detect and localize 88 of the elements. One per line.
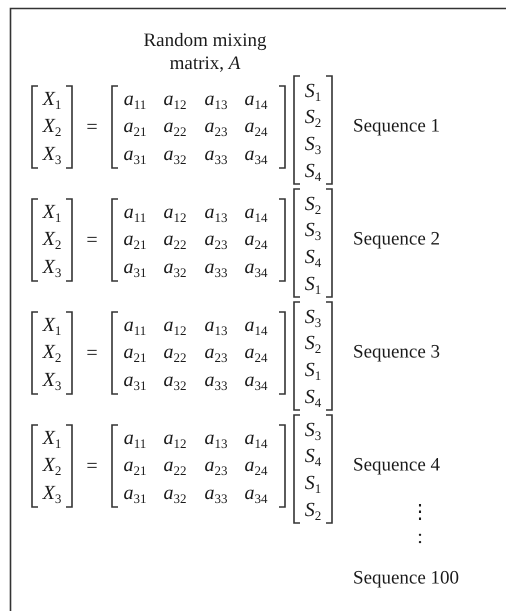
- matrix-entry: a$_{12}$: [164, 89, 186, 111]
- matrix-entry: a$_{12}$: [164, 315, 186, 337]
- vector-entry: S$_{3}$: [304, 220, 322, 242]
- matrix-entry: a$_{14}$: [244, 315, 268, 337]
- matrix-entry: a$_{21}$: [124, 229, 146, 251]
- title: Random mixing matrix, A: [142, 30, 268, 76]
- vector-entry: S$_{3}$: [304, 420, 322, 442]
- vector-entry: S$_{2}$: [304, 107, 322, 129]
- matrix-entry: a$_{11}$: [124, 89, 146, 111]
- matrix-entry: a$_{22}$: [164, 342, 186, 364]
- vector-entry: S$_{1}$: [304, 360, 322, 382]
- matrix-entry: a$_{32}$: [164, 483, 186, 505]
- vector-entry: X$_{3}$: [42, 144, 62, 166]
- matrix-entry: a$_{11}$: [124, 315, 146, 337]
- matrix-entry: a$_{13}$: [204, 202, 228, 224]
- vector-entry: S$_{1}$: [304, 274, 322, 296]
- matrix-entry: a$_{33}$: [204, 483, 228, 505]
- matrix-entry: a$_{34}$: [244, 483, 268, 505]
- matrix-entry: a$_{32}$: [164, 257, 186, 279]
- equals-sign: =: [86, 343, 98, 363]
- matrix-entry: a$_{13}$: [204, 315, 228, 337]
- vector-entry: X$_{2}$: [42, 229, 62, 251]
- matrix-entry: a$_{11}$: [124, 202, 146, 224]
- matrix-entry: a$_{33}$: [204, 144, 228, 166]
- vector-entry: S$_{2}$: [304, 194, 322, 216]
- matrix-entry: a$_{33}$: [204, 257, 228, 279]
- vector-entry: S$_{4}$: [304, 387, 322, 409]
- equals-sign: =: [86, 230, 98, 250]
- vector-entry: S$_{1}$: [304, 473, 322, 495]
- vector-entry: S$_{1}$: [304, 81, 322, 103]
- vector-entry: X$_{3}$: [42, 257, 62, 279]
- sequence-label: Sequence 100: [353, 568, 460, 588]
- ellipsis-dots: ⋮: [410, 502, 430, 522]
- equals-sign: =: [86, 117, 98, 137]
- matrix-entry: a$_{11}$: [124, 428, 146, 450]
- vector-entry: X$_{1}$: [42, 428, 62, 450]
- matrix-entry: a$_{21}$: [124, 455, 146, 477]
- vector-entry: S$_{3}$: [304, 307, 322, 329]
- matrix-entry: a$_{14}$: [244, 428, 268, 450]
- matrix-entry: a$_{34}$: [244, 370, 268, 392]
- matrix-entry: a$_{32}$: [164, 144, 186, 166]
- vector-entry: X$_{1}$: [42, 315, 62, 337]
- vector-entry: X$_{3}$: [42, 370, 62, 392]
- matrix-entry: a$_{24}$: [244, 455, 268, 477]
- vector-entry: S$_{3}$: [304, 134, 322, 156]
- vector-entry: S$_{4}$: [304, 446, 322, 468]
- matrix-entry: a$_{31}$: [124, 483, 146, 505]
- sequence-label: Sequence 4: [353, 456, 440, 474]
- vector-entry: S$_{2}$: [304, 333, 322, 355]
- matrix-entry: a$_{14}$: [244, 202, 268, 224]
- matrix-entry: a$_{14}$: [244, 89, 268, 111]
- matrix-entry: a$_{13}$: [204, 89, 228, 111]
- matrix-entry: a$_{32}$: [164, 370, 186, 392]
- matrix-entry: a$_{34}$: [244, 257, 268, 279]
- ellipsis-dots: :: [417, 527, 423, 547]
- matrix-entry: a$_{22}$: [164, 116, 186, 138]
- matrix-entry: a$_{23}$: [204, 116, 228, 138]
- matrix-entry: a$_{23}$: [204, 342, 228, 364]
- vector-entry: X$_{3}$: [42, 483, 62, 505]
- vector-entry: S$_{4}$: [304, 161, 322, 183]
- matrix-entry: a$_{31}$: [124, 370, 146, 392]
- equals-sign: =: [86, 456, 98, 476]
- matrix-entry: a$_{22}$: [164, 229, 186, 251]
- matrix-entry: a$_{24}$: [244, 229, 268, 251]
- sequence-label: Sequence 1: [353, 116, 440, 136]
- matrix-entry: a$_{23}$: [204, 455, 228, 477]
- vector-entry: S$_{4}$: [304, 247, 322, 269]
- matrix-entry: a$_{31}$: [124, 257, 146, 279]
- vector-entry: X$_{2}$: [42, 116, 62, 138]
- matrix-entry: a$_{21}$: [124, 342, 146, 364]
- matrix-entry: a$_{22}$: [164, 455, 186, 477]
- matrix-entry: a$_{34}$: [244, 144, 268, 166]
- vector-entry: X$_{2}$: [42, 455, 62, 477]
- matrix-entry: a$_{31}$: [124, 144, 146, 166]
- matrix-entry: a$_{21}$: [124, 116, 146, 138]
- vector-entry: X$_{1}$: [42, 202, 62, 224]
- matrix-entry: a$_{24}$: [244, 342, 268, 364]
- matrix-entry: a$_{12}$: [164, 202, 186, 224]
- matrix-entry: a$_{23}$: [204, 229, 228, 251]
- matrix-entry: a$_{13}$: [204, 428, 228, 450]
- matrix-entry: a$_{12}$: [164, 428, 186, 450]
- sequence-label: Sequence 3: [353, 342, 440, 362]
- vector-entry: S$_{2}$: [304, 500, 322, 522]
- vector-entry: X$_{1}$: [42, 89, 62, 111]
- matrix-entry: a$_{24}$: [244, 116, 268, 138]
- vector-entry: X$_{2}$: [42, 342, 62, 364]
- matrix-entry: a$_{33}$: [204, 370, 228, 392]
- sequence-label: Sequence 2: [353, 230, 440, 248]
